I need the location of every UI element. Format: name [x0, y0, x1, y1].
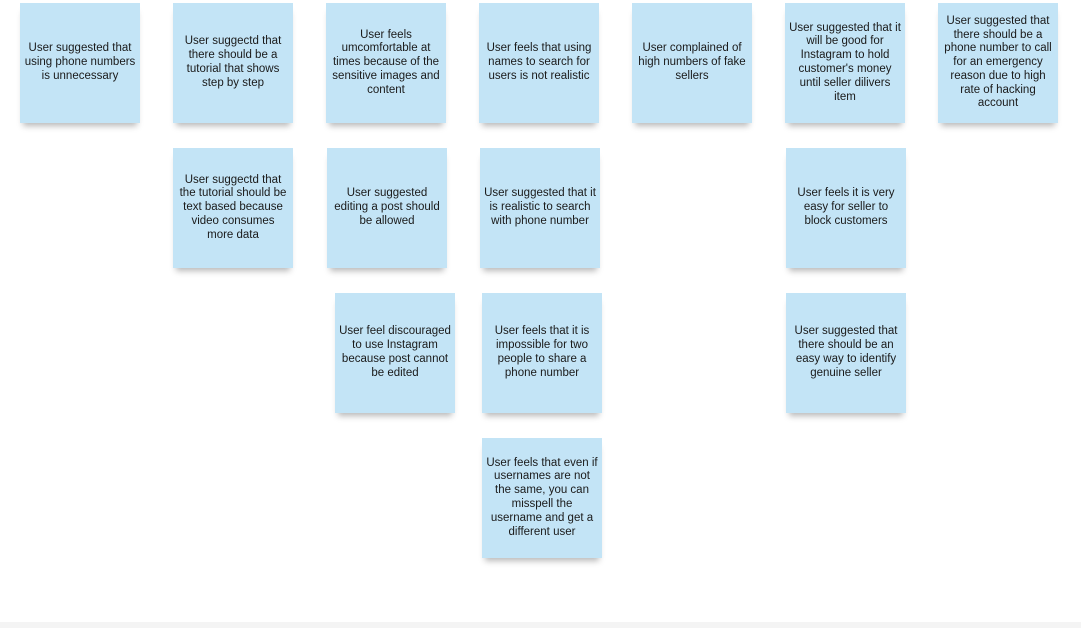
sticky-note-text: User suggested that it will be good for … [789, 21, 901, 103]
sticky-note-text: User suggectd that there should be a tut… [184, 35, 282, 89]
sticky-note[interactable]: User suggested that using phone numbers … [20, 3, 140, 123]
sticky-note-text: User suggested that it is realistic to s… [484, 187, 596, 227]
sticky-note-text: User suggested that there should be an e… [794, 325, 898, 379]
sticky-note-text: User feels it is very easy for seller to… [797, 187, 895, 227]
canvas-bottom-edge [0, 622, 1081, 628]
sticky-note-text: User feel discouraged to use Instagram b… [339, 325, 451, 379]
sticky-note-text: User suggested editing a post should be … [334, 187, 440, 227]
sticky-note-text: User feels that using names to search fo… [486, 42, 592, 82]
sticky-note-text: User suggested that using phone numbers … [24, 42, 136, 82]
sticky-note-text: User complained of high numbers of fake … [638, 42, 746, 82]
sticky-note[interactable]: User feels that using names to search fo… [479, 3, 599, 123]
sticky-note-text: User feels that even if usernames are no… [486, 456, 598, 538]
sticky-note[interactable]: User feels that it is impossible for two… [482, 293, 602, 413]
sticky-note[interactable]: User complained of high numbers of fake … [632, 3, 752, 123]
sticky-note[interactable]: User suggested that it is realistic to s… [480, 148, 600, 268]
sticky-note[interactable]: User feels that even if usernames are no… [482, 438, 602, 558]
sticky-note[interactable]: User suggectd that the tutorial should b… [173, 148, 293, 268]
sticky-note-text: User feels umcomfortable at times becaus… [332, 28, 440, 96]
sticky-note-text: User suggested that there should be a ph… [944, 14, 1052, 110]
sticky-note[interactable]: User suggested that there should be an e… [786, 293, 906, 413]
sticky-note[interactable]: User suggectd that there should be a tut… [173, 3, 293, 123]
sticky-note-text: User suggectd that the tutorial should b… [179, 173, 287, 241]
sticky-note-text: User feels that it is impossible for two… [494, 325, 590, 379]
sticky-note[interactable]: User feels umcomfortable at times becaus… [326, 3, 446, 123]
sticky-note[interactable]: User feels it is very easy for seller to… [786, 148, 906, 268]
sticky-note[interactable]: User suggested that it will be good for … [785, 3, 905, 123]
sticky-note[interactable]: User feel discouraged to use Instagram b… [335, 293, 455, 413]
sticky-note[interactable]: User suggested editing a post should be … [327, 148, 447, 268]
sticky-note[interactable]: User suggested that there should be a ph… [938, 3, 1058, 123]
